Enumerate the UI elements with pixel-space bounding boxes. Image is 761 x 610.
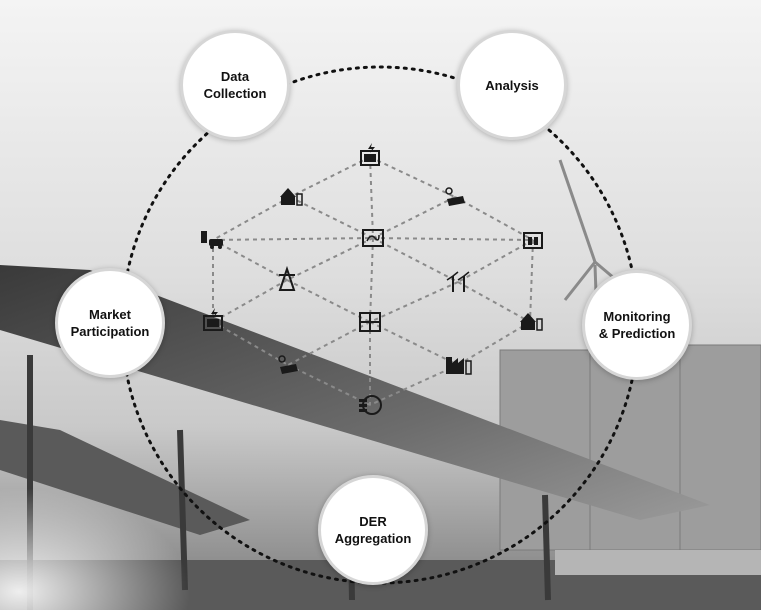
node-monitoring-prediction: Monitoring & Prediction <box>582 270 692 380</box>
grid-link <box>289 156 371 198</box>
node-data-collection: Data Collection <box>180 30 290 140</box>
icon-layer <box>201 143 543 415</box>
grid-link <box>457 239 534 283</box>
home-battery-icon <box>520 313 543 331</box>
node-der-aggregation-label: DER Aggregation <box>334 514 412 546</box>
grid-link <box>369 237 374 323</box>
node-analysis-label: Analysis <box>485 77 539 93</box>
node-der-aggregation: DER Aggregation <box>318 475 428 585</box>
solar-panel-icon <box>278 355 298 374</box>
grid-link <box>457 281 531 323</box>
node-data-collection-label: Data Collection <box>203 69 267 101</box>
grid-link <box>372 237 534 241</box>
network-grid <box>212 156 534 406</box>
node-market-participation-label: Market Participation <box>70 307 150 339</box>
ev-charging-icon <box>201 231 223 249</box>
battery-charging-icon <box>360 143 380 166</box>
sun-glare <box>0 380 380 610</box>
wind-turbine-icon <box>446 271 470 292</box>
factory-icon <box>446 357 472 375</box>
grid-link <box>369 364 459 406</box>
grid-link <box>212 279 288 323</box>
grid-link <box>454 196 534 241</box>
battery-storage-icon <box>523 232 543 249</box>
grid-link <box>457 321 531 366</box>
node-monitoring-prediction-label: Monitoring & Prediction <box>598 309 676 341</box>
grid-link <box>212 321 289 366</box>
node-analysis: Analysis <box>457 30 567 140</box>
co2-credit-icon <box>359 395 382 415</box>
building-grid-icon <box>359 312 381 332</box>
battery-cabinets <box>499 344 761 551</box>
grid-link <box>212 237 374 241</box>
grid-link <box>212 196 291 241</box>
grid-link <box>212 239 288 281</box>
grid-link <box>529 239 534 323</box>
grid-link <box>369 281 459 323</box>
node-market-participation: Market Participation <box>55 268 165 378</box>
grid-link <box>369 321 459 366</box>
grid-link <box>369 156 374 239</box>
transmission-tower-icon <box>278 265 296 291</box>
battery-charging-icon <box>203 308 223 331</box>
home-battery-icon <box>280 188 303 206</box>
solar-panel-icon <box>445 187 465 206</box>
cabinet-base <box>555 550 761 575</box>
inverter-icon <box>362 229 384 247</box>
